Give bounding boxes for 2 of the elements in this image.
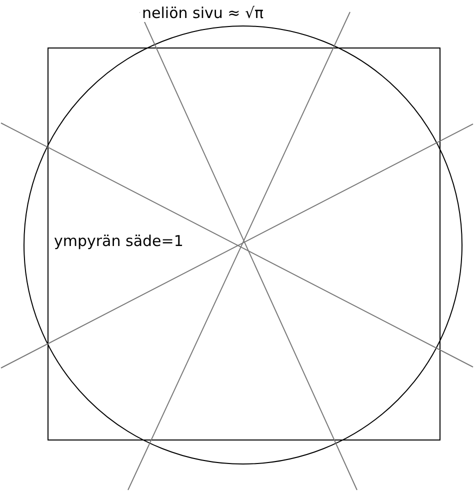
radius-label: ympyrän säde=1 xyxy=(52,232,186,250)
side-length-label: neliön sivu ≈ √π xyxy=(140,4,266,22)
